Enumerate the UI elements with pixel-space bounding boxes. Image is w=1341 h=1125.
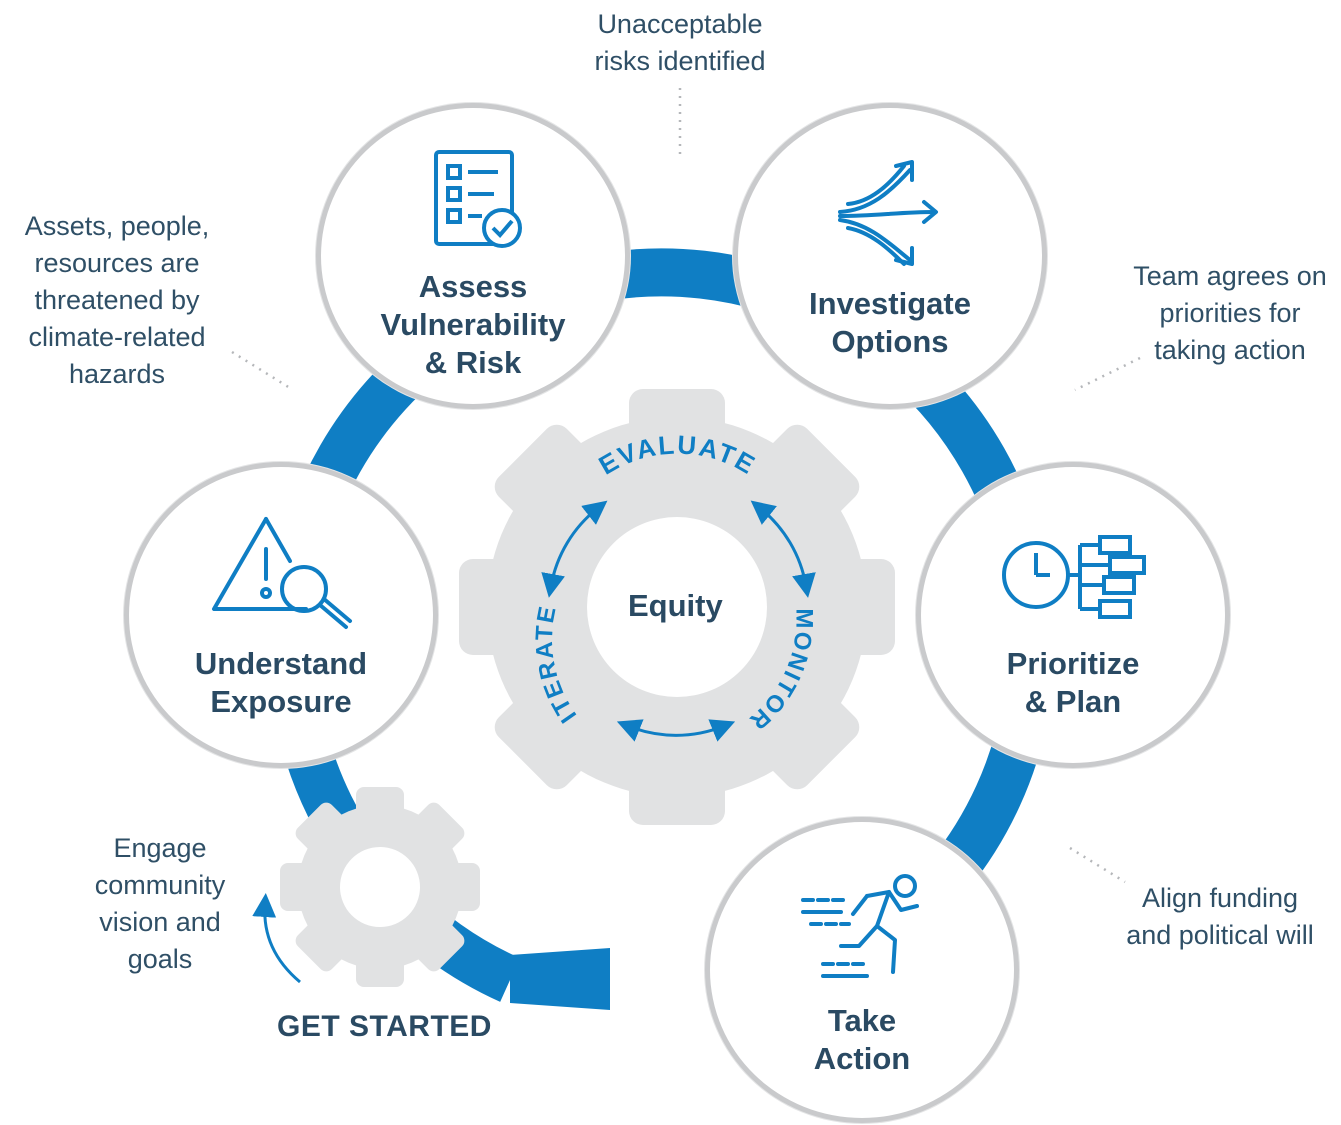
start-arrow <box>252 893 301 984</box>
evaluate-label: EVALUATE <box>594 429 762 480</box>
step-understand-line-2: Exposure <box>210 684 352 719</box>
note-top-line-2: risks identified <box>594 46 766 76</box>
step-prioritize: Prioritize & Plan <box>916 462 1230 768</box>
note-top-line-1: Unacceptable <box>597 9 763 39</box>
warning-magnifier-icon <box>212 517 352 629</box>
note-right: Team agrees on priorities for taking act… <box>1120 258 1340 369</box>
step-prioritize-line-1: Prioritize <box>1006 646 1140 681</box>
note-bottom-left-line-4: goals <box>127 944 193 974</box>
step-take-action-line-1: Take <box>827 1003 897 1038</box>
step-assess-line-3: & Risk <box>424 345 522 380</box>
step-assess-line-1: Assess <box>418 269 528 304</box>
note-bottom-left-line-2: community <box>94 870 226 900</box>
diverging-arrows-icon <box>838 160 938 266</box>
note-left-line-4: climate-related <box>28 322 206 352</box>
note-right-line-2: priorities for <box>1159 298 1301 328</box>
leader-lines <box>231 88 1141 884</box>
note-right-line-1: Team agrees on <box>1133 261 1327 291</box>
ring-start-tip <box>510 948 610 1010</box>
note-left-line-3: threatened by <box>34 285 200 315</box>
note-top: Unacceptable risks identified <box>560 6 800 80</box>
step-understand-line-1: Understand <box>194 646 368 681</box>
get-started-label: GET STARTED <box>277 1010 492 1043</box>
clock-plan-icon <box>1002 535 1146 619</box>
monitor-label: MONITOR <box>743 608 817 735</box>
running-person-icon <box>801 874 919 978</box>
note-bottom-left-line-3: vision and <box>99 907 221 937</box>
note-left-line-5: hazards <box>68 359 166 389</box>
gear-icon <box>280 787 480 987</box>
step-investigate-line-2: Options <box>831 324 949 359</box>
step-take-action: Take Action <box>705 817 1019 1123</box>
note-left-line-1: Assets, people, <box>24 211 210 241</box>
center-equity-label: Equity <box>628 588 723 623</box>
note-bottom-left: Engage community vision and goals <box>70 830 250 978</box>
note-left-line-2: resources are <box>34 248 200 278</box>
step-prioritize-line-2: & Plan <box>1024 684 1122 719</box>
step-understand: Understand Exposure <box>124 462 438 768</box>
inner-cycle-arrows <box>541 500 816 742</box>
step-take-action-line-2: Action <box>813 1041 911 1076</box>
note-bottom-right-line-1: Align funding <box>1141 883 1299 913</box>
step-investigate-line-1: Investigate <box>809 286 971 321</box>
step-investigate: Investigate Options <box>733 103 1047 409</box>
step-assess: Assess Vulnerability & Risk <box>316 103 630 409</box>
iterate-label: ITERATE <box>531 602 582 727</box>
note-left: Assets, people, resources are threatened… <box>2 208 232 393</box>
note-right-line-3: taking action <box>1154 335 1306 365</box>
note-bottom-right: Align funding and political will <box>1100 880 1340 954</box>
note-bottom-left-line-1: Engage <box>113 833 207 863</box>
step-assess-line-2: Vulnerability <box>380 307 566 342</box>
checklist-icon <box>434 150 522 248</box>
note-bottom-right-line-2: and political will <box>1126 920 1314 950</box>
